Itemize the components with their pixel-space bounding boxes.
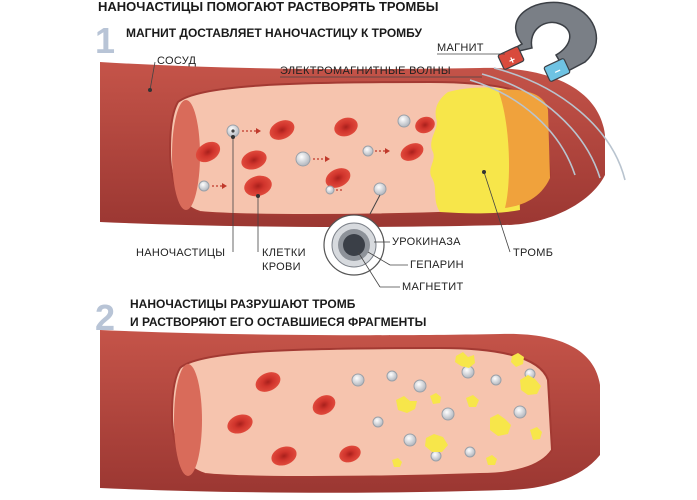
nanoparticle bbox=[386, 370, 398, 382]
label-blood-cells-1: КЛЕТКИ bbox=[262, 247, 306, 259]
thrombus-fragment bbox=[392, 458, 402, 467]
thrombus-fragment bbox=[455, 352, 475, 368]
leader-magnetite bbox=[357, 251, 381, 288]
label-nanoparticles: НАНОЧАСТИЦЫ bbox=[136, 247, 225, 259]
thrombus-fragment bbox=[486, 455, 497, 465]
page-title: НАНОЧАСТИЦЫ ПОМОГАЮТ РАСТВОРЯТЬ ТРОМБЫ bbox=[98, 0, 438, 14]
red-blood-cell bbox=[271, 446, 297, 466]
nanoparticle bbox=[430, 450, 442, 462]
thrombus-fragment bbox=[396, 396, 417, 413]
magnet: + − bbox=[497, 1, 598, 82]
red-blood-cell bbox=[195, 141, 221, 163]
red-blood-cell bbox=[255, 372, 281, 392]
leader-thrombus bbox=[483, 171, 511, 253]
red-blood-cell bbox=[244, 175, 272, 197]
nanoparticle bbox=[413, 379, 427, 393]
red-blood-cell bbox=[241, 150, 267, 170]
leader-heparin bbox=[367, 251, 391, 266]
nanoparticle bbox=[461, 365, 475, 379]
step2-heading-line1: НАНОЧАСТИЦЫ РАЗРУШАЮТ ТРОМБ bbox=[130, 297, 356, 311]
thrombus-fragment bbox=[425, 434, 448, 452]
thrombus-fragment bbox=[490, 414, 511, 436]
red-blood-cell bbox=[339, 445, 361, 463]
electromagnetic-waves bbox=[469, 67, 626, 181]
label-urokinase: УРОКИНАЗА bbox=[392, 236, 461, 248]
leader-vessel bbox=[149, 61, 156, 91]
leader-dot bbox=[482, 170, 486, 174]
red-blood-cell bbox=[400, 143, 424, 161]
label-magnetite: МАГНЕТИТ bbox=[402, 281, 463, 293]
red-blood-cell bbox=[415, 116, 435, 134]
nanoparticle bbox=[397, 114, 411, 128]
nanoparticle bbox=[198, 180, 227, 192]
nanoparticle-magnified bbox=[323, 194, 385, 276]
leader-dot bbox=[256, 194, 260, 198]
nanoparticle bbox=[403, 433, 417, 447]
nanoparticle bbox=[490, 374, 502, 386]
nanoparticle bbox=[373, 182, 387, 196]
label-thrombus: ТРОМБ bbox=[513, 247, 553, 259]
nanoparticle bbox=[325, 185, 344, 195]
zoom-line bbox=[369, 194, 381, 215]
red-blood-cell bbox=[334, 117, 358, 137]
nanoparticle bbox=[441, 407, 455, 421]
leader-dot bbox=[148, 88, 152, 92]
vessel-1 bbox=[100, 62, 605, 227]
nanoparticle bbox=[464, 446, 476, 458]
step1-number: 1 bbox=[95, 20, 115, 61]
nanoparticle bbox=[295, 151, 330, 167]
magnet-minus-pole bbox=[543, 58, 571, 82]
label-heparin: ГЕПАРИН bbox=[410, 259, 464, 271]
magnet-plus-sign: + bbox=[507, 54, 518, 68]
nanoparticle bbox=[351, 373, 365, 387]
red-blood-cell bbox=[227, 414, 253, 434]
nanoparticle bbox=[513, 405, 527, 419]
thrombus-fragment bbox=[466, 395, 479, 407]
thrombus-fragment bbox=[530, 427, 542, 440]
label-magnet: МАГНИТ bbox=[437, 42, 484, 54]
red-blood-cell bbox=[325, 168, 351, 188]
step2-heading-line2: И РАСТВОРЯЮТ ЕГО ОСТАВШИЕСЯ ФРАГМЕНТЫ bbox=[130, 315, 426, 329]
step2-number: 2 bbox=[95, 297, 115, 338]
thrombus-1 bbox=[430, 87, 520, 214]
thrombus-1-core bbox=[498, 89, 550, 208]
label-vessel: СОСУД bbox=[157, 55, 197, 67]
thrombus-fragment bbox=[430, 393, 441, 404]
magnet-minus-sign: − bbox=[552, 65, 563, 79]
leader-dot bbox=[231, 135, 235, 139]
vessel-2 bbox=[100, 330, 600, 493]
vessel-1-rim bbox=[172, 100, 200, 210]
magnet-plus-pole bbox=[497, 46, 525, 70]
label-waves: ЭЛЕКТРОМАГНИТНЫЕ ВОЛНЫ bbox=[280, 65, 451, 77]
thrombus-fragment bbox=[511, 353, 524, 367]
red-blood-cell bbox=[312, 395, 336, 415]
step1-heading: МАГНИТ ДОСТАВЛЯЕТ НАНОЧАСТИЦУ К ТРОМБУ bbox=[126, 26, 422, 40]
label-blood-cells-2: КРОВИ bbox=[262, 261, 301, 273]
magnet-body bbox=[501, 1, 598, 73]
nanoparticle bbox=[226, 124, 261, 138]
vessel-2-rim bbox=[174, 364, 202, 476]
red-blood-cell bbox=[269, 120, 295, 140]
nanoparticle bbox=[372, 416, 384, 428]
thrombus-fragment bbox=[520, 375, 541, 395]
magnetite-core bbox=[343, 234, 365, 256]
nanoparticle bbox=[362, 145, 390, 157]
